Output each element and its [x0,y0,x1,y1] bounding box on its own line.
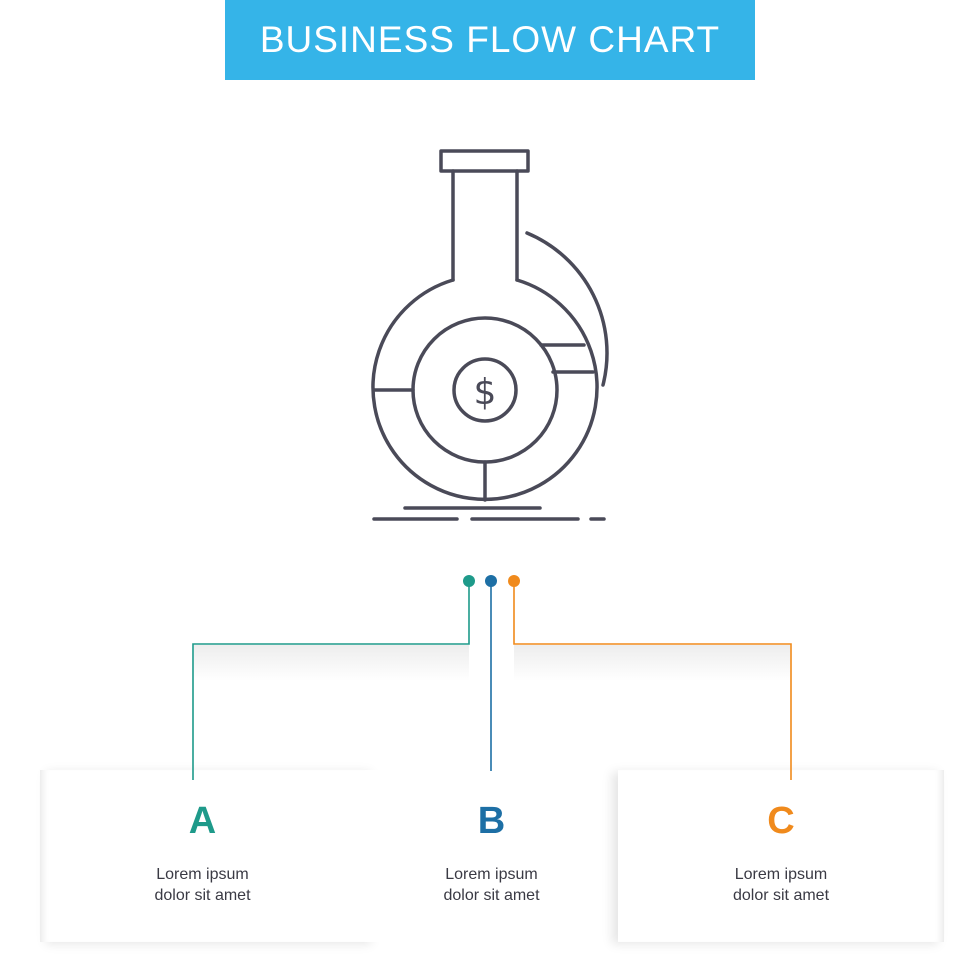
step-description-line: dolor sit amet [732,887,830,904]
coin-circle [452,357,518,423]
step-description: Lorem ipsum dolor sit amet [40,864,365,906]
step-card-a: A Lorem ipsum dolor sit amet [40,770,365,942]
step-description: Lorem ipsum dolor sit amet [365,864,618,906]
flask-cap [439,149,530,173]
connector-line-c [513,581,792,780]
step-description-line: Lorem ipsum [445,866,538,883]
step-description-line: Lorem ipsum [156,866,249,883]
connector-dot-c [508,575,520,587]
step-letter: C [767,800,795,842]
page-title: BUSINESS FLOW CHART [259,19,721,60]
title-banner: BUSINESS FLOW CHART [225,0,755,80]
dollar-sign-icon: $ [474,372,497,413]
step-card-b: B Lorem ipsum dolor sit amet [365,770,618,942]
flask-highlight-arc [525,231,609,387]
step-description-line: dolor sit amet [154,887,251,904]
connector-shadow-a [194,645,469,681]
step-description-line: Lorem ipsum [734,866,828,883]
step-letter: B [477,800,506,842]
connector-dot-a [463,575,475,587]
connector-dot-b [485,575,497,587]
step-letter: A [188,800,217,842]
connector-shadow-c [514,645,790,681]
step-card-c: C Lorem ipsum dolor sit amet [618,770,944,942]
step-description-line: dolor sit amet [443,887,540,904]
step-description: Lorem ipsum dolor sit amet [618,864,944,906]
connector-line-a [192,581,470,780]
